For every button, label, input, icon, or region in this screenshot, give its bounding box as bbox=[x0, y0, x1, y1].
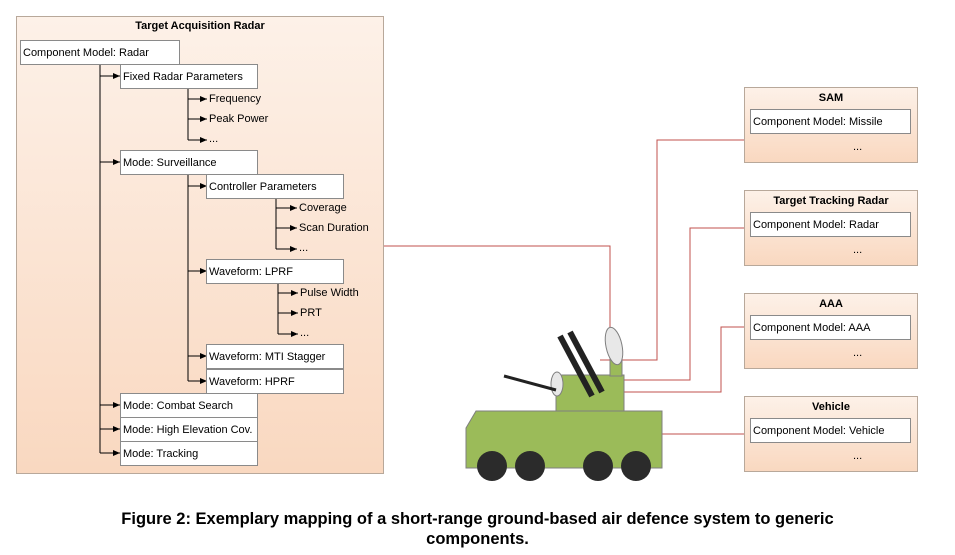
waveform-lprf-box: Waveform: LPRF bbox=[206, 259, 344, 284]
leaf-peak-power: Peak Power bbox=[209, 113, 269, 125]
mode-surveillance-box: Mode: Surveillance bbox=[120, 150, 258, 175]
wheel-2 bbox=[515, 451, 545, 481]
caption-line-2: components. bbox=[426, 530, 529, 548]
caption-line-1: Figure 2: Exemplary mapping of a short-r… bbox=[121, 510, 834, 528]
sam-panel: SAM Component Model: Missile ... bbox=[744, 87, 918, 163]
vehicle-illustration bbox=[465, 326, 663, 481]
mode-tracking-box: Mode: Tracking bbox=[120, 441, 258, 466]
aaa-model-box: Component Model: AAA bbox=[750, 315, 911, 340]
missile-launcher-2 bbox=[567, 330, 605, 394]
target-tracking-radar-panel: Target Tracking Radar Component Model: R… bbox=[744, 190, 918, 266]
panel-title: Target Acquisition Radar bbox=[135, 20, 265, 32]
aaa-more: ... bbox=[853, 347, 863, 359]
vehicle-body bbox=[465, 410, 663, 469]
leaf-coverage: Coverage bbox=[299, 202, 347, 214]
wheel-1 bbox=[477, 451, 507, 481]
figure-caption: Figure 2: Exemplary mapping of a short-r… bbox=[0, 509, 955, 549]
fixed-radar-parameters-box: Fixed Radar Parameters bbox=[120, 64, 258, 89]
aaa-title: AAA bbox=[819, 298, 843, 310]
leaf-frequency: Frequency bbox=[209, 93, 261, 105]
sam-more: ... bbox=[853, 141, 863, 153]
mode-combat-search-box: Mode: Combat Search bbox=[120, 393, 258, 418]
sam-model-box: Component Model: Missile bbox=[750, 109, 911, 134]
ttr-more: ... bbox=[853, 244, 863, 256]
missile-launcher-1 bbox=[557, 334, 595, 398]
leaf-scan-duration: Scan Duration bbox=[299, 222, 369, 234]
vehicle-panel: Vehicle Component Model: Vehicle ... bbox=[744, 396, 918, 472]
leaf-prt: PRT bbox=[300, 307, 322, 319]
waveform-hprf-box: Waveform: HPRF bbox=[206, 369, 344, 394]
radar-dish-icon bbox=[604, 326, 624, 366]
gun-barrel bbox=[503, 374, 557, 392]
leaf-lprf-more: ... bbox=[300, 327, 310, 339]
leaf-controller-more: ... bbox=[299, 242, 309, 254]
root-component-box: Component Model: Radar bbox=[20, 40, 180, 65]
wheel-3 bbox=[583, 451, 613, 481]
tracking-dish-icon bbox=[550, 371, 564, 397]
waveform-mti-box: Waveform: MTI Stagger bbox=[206, 344, 344, 369]
leaf-fixed-more: ... bbox=[209, 133, 219, 145]
ttr-title: Target Tracking Radar bbox=[773, 195, 889, 207]
controller-parameters-box: Controller Parameters bbox=[206, 174, 344, 199]
ttr-model-box: Component Model: Radar bbox=[750, 212, 911, 237]
vehicle-more: ... bbox=[853, 450, 863, 462]
sam-title: SAM bbox=[818, 92, 844, 104]
leaf-pulse-width: Pulse Width bbox=[300, 287, 359, 299]
vehicle-model-box: Component Model: Vehicle bbox=[750, 418, 911, 443]
wheel-4 bbox=[621, 451, 651, 481]
aaa-panel: AAA Component Model: AAA ... bbox=[744, 293, 918, 369]
vehicle-title: Vehicle bbox=[812, 401, 850, 413]
mode-high-elevation-box: Mode: High Elevation Cov. bbox=[120, 417, 258, 442]
